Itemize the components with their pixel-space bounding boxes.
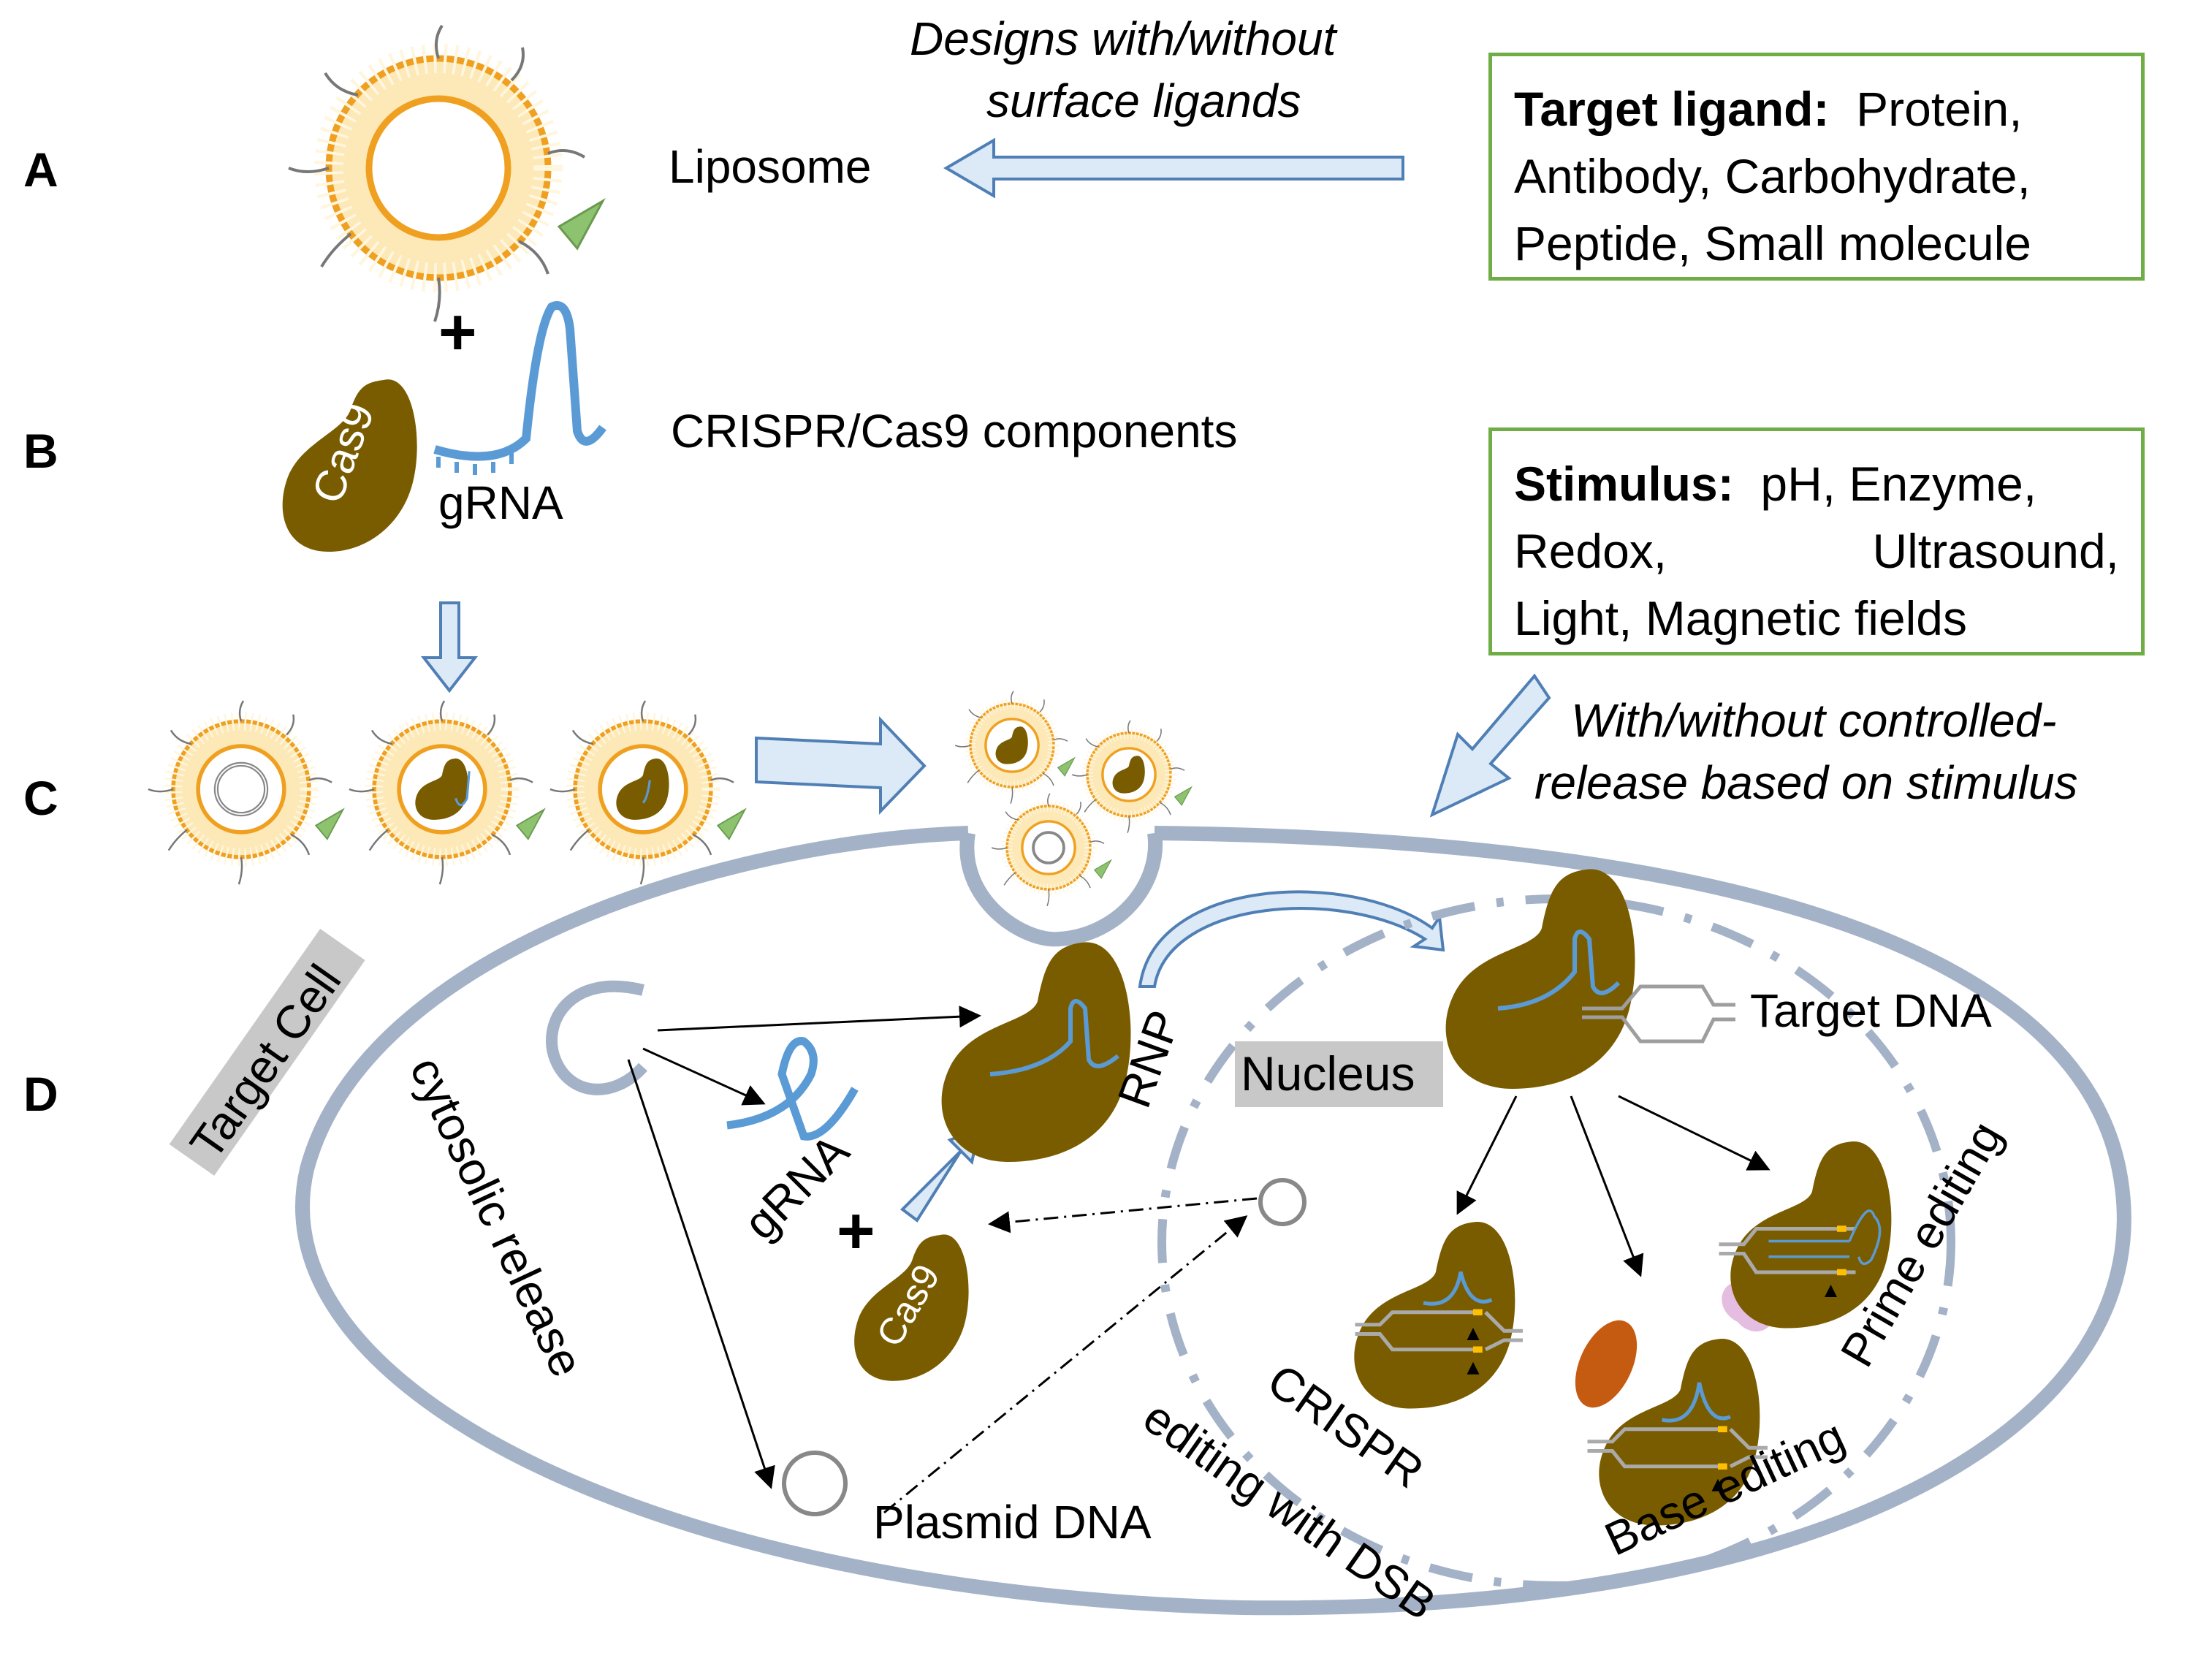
liposome-icon (289, 26, 603, 322)
crispr-dsb-complex-icon (1354, 1222, 1524, 1409)
designs-note-line1: Designs with/without (910, 12, 1338, 65)
endocytic-pit (959, 832, 1163, 947)
arrow-to-prime-editing (1618, 1095, 1770, 1171)
panel-label-c: C (23, 771, 58, 825)
stimulus-items-2b: Ultrasound, (1872, 524, 2119, 578)
nuclear-plasmid-icon (1258, 1178, 1307, 1226)
stimulus-heading: Stimulus: (1514, 457, 1734, 511)
cytosol-grna-icon (726, 1037, 859, 1141)
target-dna-icon (1582, 984, 1735, 1044)
designs-note-line2: surface ligands (986, 75, 1301, 127)
arrow-left-icon (943, 137, 1404, 199)
arrow-right-icon (755, 716, 927, 815)
target-ligand-items-3: Peptide, Small molecule (1514, 216, 2032, 270)
prime-editing-complex-icon (1719, 1141, 1892, 1331)
stimulus-items-2a: Redox, (1514, 524, 1667, 578)
target-dna-label: Target DNA (1750, 984, 1992, 1037)
plus-sign: + (438, 296, 477, 369)
plasmid-dna-label: Plasmid DNA (873, 1496, 1152, 1548)
nucleus-tag (1235, 1041, 1443, 1107)
arrow-stimulus-icon (1429, 673, 1551, 818)
release-note-line1: With/without controlled- (1571, 694, 2057, 747)
liposome-label: Liposome (669, 140, 872, 193)
release-note-line2: release based on stimulus (1534, 756, 2078, 809)
stimulus-items-3: Light, Magnetic fields (1514, 591, 1968, 645)
components-label: CRISPR/Cas9 components (671, 405, 1237, 457)
base-editing-complex-icon (1575, 1320, 1768, 1526)
liposome-cas9-grna-icon (349, 701, 544, 884)
cytosolic-release-label: cytosolic release (400, 1049, 593, 1384)
cell-membrane (295, 826, 2131, 1616)
stimulus-items-1: pH, Enzyme, (1760, 457, 2037, 511)
small-liposome-cas9-grna-icon (1072, 721, 1191, 833)
arrow-plasmid-to-nucleus (883, 1215, 1248, 1514)
cas9-protein-icon: Cas9 (282, 379, 417, 552)
nucleus-label: Nucleus (1241, 1046, 1415, 1101)
grna-label: gRNA (438, 476, 563, 529)
cytosol-plus-sign: + (837, 1195, 875, 1268)
target-cell-tag: Target Cell (169, 929, 365, 1176)
liposome-rnp-icon (550, 701, 745, 884)
target-ligand-heading: Target ligand: (1514, 82, 1830, 136)
small-liposome-plasmid-icon (992, 794, 1111, 906)
rnp-icon (941, 942, 1131, 1162)
target-rnp-icon (1445, 869, 1635, 1089)
arrow-to-base-editing (1570, 1095, 1644, 1277)
stimulus-box: Stimulus: pH, Enzyme, Redox, Ultrasound,… (1488, 427, 2145, 655)
small-liposome-rnp-icon (955, 691, 1074, 804)
arrow-to-crispr-dsb (1456, 1095, 1518, 1215)
liposome-plasmid-icon (148, 701, 343, 884)
grna-icon (433, 301, 606, 475)
target-ligand-box: Target ligand: Protein, Antibody, Carboh… (1488, 53, 2145, 281)
crispr-label-line2: editing with DSB (1134, 1390, 1445, 1630)
plasmid-dna-icon (782, 1451, 848, 1516)
arrow-down-icon (420, 601, 479, 693)
target-ligand-items-1: Protein, (1856, 82, 2023, 136)
arrow-nucleus-to-cas9 (988, 1197, 1258, 1234)
panel-label-a: A (23, 142, 58, 197)
arrow-to-nucleus-icon (1138, 890, 1445, 988)
arrow-to-plasmid (627, 1059, 775, 1489)
target-ligand-items-2: Antibody, Carbohydrate, (1514, 149, 2031, 203)
arrow-to-grna (642, 1047, 766, 1106)
arrow-to-rnp (657, 1006, 981, 1032)
endosome-icon (546, 980, 647, 1095)
panel-label-d: D (23, 1067, 58, 1121)
panel-label-b: B (23, 424, 58, 478)
